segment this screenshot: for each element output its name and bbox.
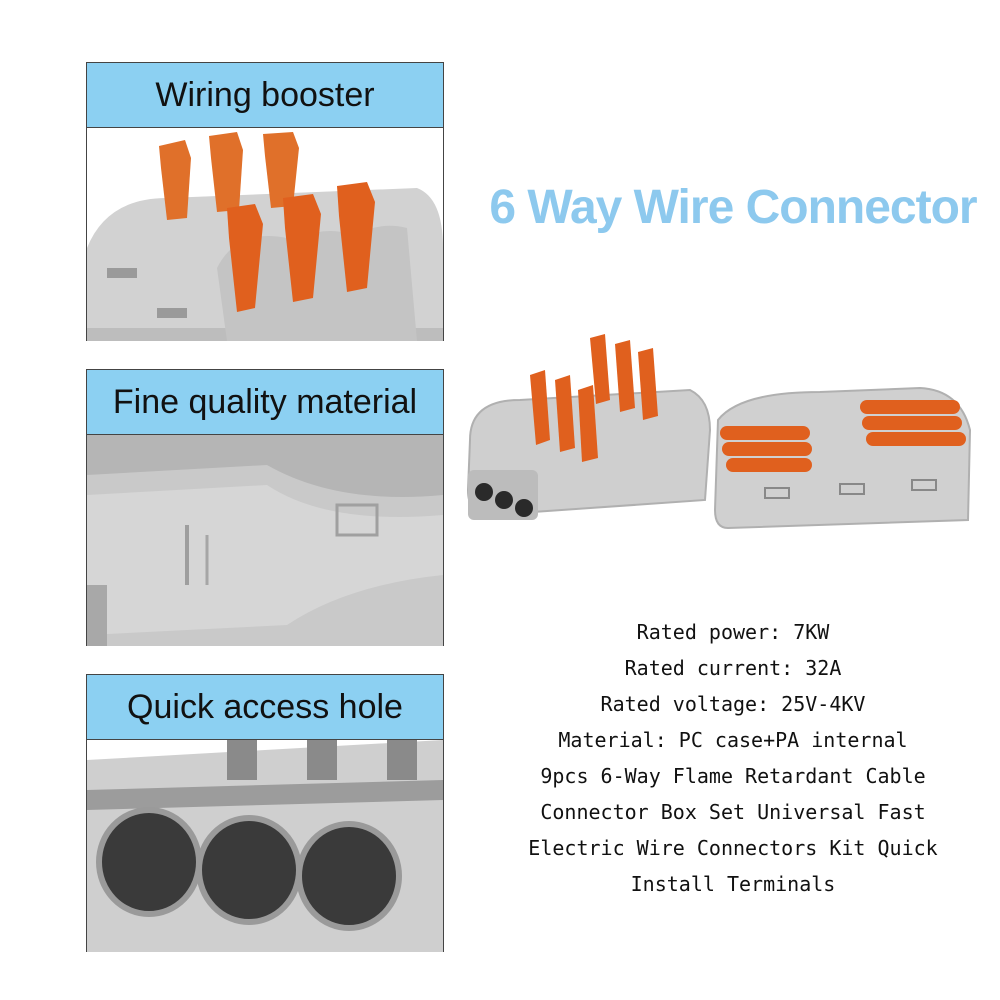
- panel-fine-quality-material: Fine quality material: [86, 369, 444, 646]
- spec-line: Connector Box Set Universal Fast: [540, 800, 926, 824]
- panel-title: Wiring booster: [87, 63, 443, 128]
- panel-title: Quick access hole: [87, 675, 443, 740]
- product-title: 6 Way Wire Connector: [489, 181, 977, 234]
- spec-line: Material: PC case+PA internal: [558, 728, 908, 752]
- spec-line: Rated voltage: 25V-4KV: [600, 692, 866, 716]
- access-hole-image: [87, 740, 443, 952]
- panel-quick-access-hole: Quick access hole: [86, 674, 444, 952]
- spec-line: 9pcs 6-Way Flame Retardant Cable: [540, 764, 926, 788]
- material-closeup-image: [87, 435, 443, 646]
- wiring-booster-image: [87, 128, 443, 341]
- panel-title: Fine quality material: [87, 370, 443, 435]
- spec-line: Install Terminals: [630, 872, 836, 896]
- spec-line: Electric Wire Connectors Kit Quick: [528, 836, 938, 860]
- spec-line: Rated current: 32A: [624, 656, 842, 680]
- product-image: [460, 330, 980, 540]
- spec-line: Rated power: 7KW: [636, 620, 830, 644]
- spec-list: Rated power: 7KW Rated current: 32A Rate…: [478, 614, 988, 902]
- panel-wiring-booster: Wiring booster: [86, 62, 444, 341]
